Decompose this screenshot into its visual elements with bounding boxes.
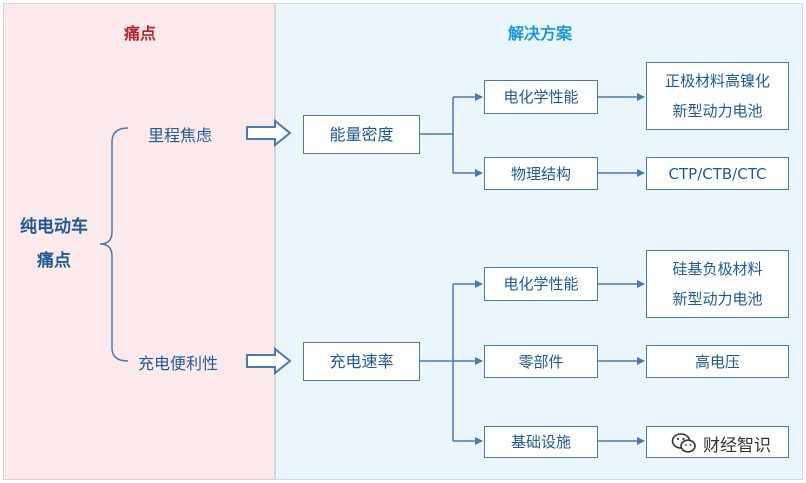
solution-charging-rate: 充电速率 <box>303 342 420 381</box>
solution-energy-density: 能量密度 <box>303 115 420 154</box>
result-ctp-ctb-ctc: CTP/CTB/CTC <box>646 157 789 190</box>
watermark: 财经智识 <box>671 428 801 458</box>
pain-point-charging: 充电便利性 <box>138 354 219 373</box>
pain-points-panel: 痛点 <box>3 3 275 480</box>
branch-electrochemical-2: 电化学性能 <box>484 267 598 301</box>
solutions-title: 解决方案 <box>507 24 572 43</box>
branch-physical-structure: 物理结构 <box>484 157 598 190</box>
result-high-voltage: 高电压 <box>646 345 789 378</box>
result-silicon-anode: 硅基负极材料 新型动力电池 <box>646 250 789 318</box>
result-high-nickel: 正极材料高镍化 新型动力电池 <box>646 62 789 130</box>
pain-point-mileage: 里程焦虑 <box>148 126 213 145</box>
wechat-logo-icon <box>671 433 696 453</box>
root-line-2: 痛点 <box>37 251 71 271</box>
root-node: 纯电动车 痛点 <box>8 210 100 278</box>
result-infrastructure <box>646 426 789 458</box>
connectors-group-1 <box>420 93 645 177</box>
connectors-group-2 <box>420 280 645 445</box>
branch-infrastructure: 基础设施 <box>484 426 598 458</box>
root-line-1: 纯电动车 <box>20 217 88 237</box>
root-brace <box>99 127 129 362</box>
block-arrow-1 <box>246 118 292 148</box>
branch-components: 零部件 <box>484 345 598 378</box>
block-arrow-2 <box>246 346 292 376</box>
watermark-text: 财经智识 <box>703 435 771 456</box>
branch-electrochemical-1: 电化学性能 <box>484 80 598 114</box>
pain-points-title: 痛点 <box>123 24 156 43</box>
